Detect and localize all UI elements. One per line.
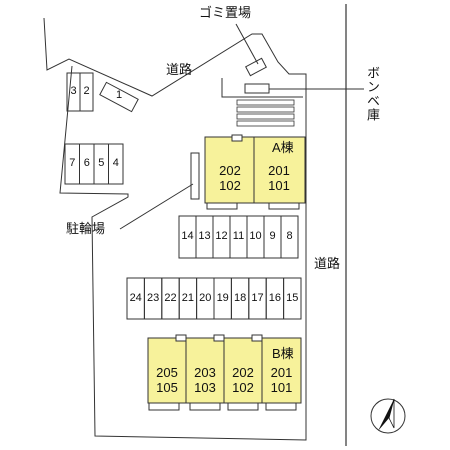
parking-slot-4 (108, 143, 124, 185)
bicycle-parking-label: 駐輪場 (66, 221, 106, 236)
building-b-name: B棟 (272, 346, 294, 361)
bike-rack-stripes (236, 99, 295, 127)
parking-slot-number: 10 (249, 230, 262, 242)
gas-storage-label: ボンベ庫 (365, 66, 380, 122)
parking-slot-outlines (64, 72, 302, 320)
parking-slot-number: 21 (181, 291, 194, 304)
unit-lower: 102 (219, 178, 241, 193)
parking-slot-number: 24 (129, 291, 142, 304)
parking-slot-number: 9 (269, 230, 276, 242)
unit-upper: 205 (156, 365, 178, 380)
parking-slot-number: 12 (215, 230, 228, 242)
building-a-unit-2: 201 101 (258, 163, 300, 193)
parking-slot-8 (280, 215, 299, 259)
parking-slot-number: 22 (164, 291, 177, 304)
parking-slot-number: 11 (232, 230, 245, 242)
parking-slot-number: 18 (233, 291, 247, 304)
bicycle-parking-leader (119, 183, 194, 230)
garbage-leader (235, 23, 259, 65)
parking-slot-number: 2 (83, 85, 90, 97)
building-a-unit-1: 202 102 (209, 163, 251, 193)
parking-slot-number: 17 (251, 291, 264, 304)
parking-slot-number: 15 (286, 291, 299, 304)
gas-storage-outline (221, 78, 303, 98)
unit-lower: 103 (194, 380, 216, 395)
building-b-unit-1: 205 105 (149, 365, 185, 395)
unit-upper: 201 (268, 163, 290, 178)
road-label-right: 道路 (314, 256, 341, 271)
unit-upper: 202 (232, 365, 254, 380)
gas-storage-box (244, 83, 270, 94)
bicycle-parking-strip (190, 152, 200, 200)
unit-lower: 102 (232, 380, 254, 395)
parking-slot-number: 7 (69, 157, 76, 169)
building-b-unit-3: 202 102 (225, 365, 261, 395)
parking-slot-number: 6 (83, 157, 90, 169)
garbage-box (245, 57, 267, 77)
unit-lower: 101 (268, 178, 290, 193)
site-boundary (43, 17, 307, 441)
building-a (204, 134, 306, 210)
parking-slot-number: 20 (199, 291, 212, 304)
road-label-top: 道路 (166, 62, 193, 77)
parking-slot-number: 8 (286, 230, 293, 242)
parking-slot-number: 19 (216, 291, 229, 304)
building-b-unit-4: 201 101 (263, 365, 300, 395)
parking-slot-number: 3 (70, 85, 77, 97)
unit-lower: 101 (270, 380, 293, 395)
building-a-name: A棟 (272, 140, 294, 155)
parking-slot-number: 14 (181, 230, 194, 242)
building-b-unit-2: 203 103 (187, 365, 223, 395)
building-b (147, 334, 302, 411)
parking-slot-number: 13 (198, 230, 211, 242)
parking-slot-number: 5 (98, 157, 105, 169)
unit-upper: 203 (194, 365, 216, 380)
parking-slot-1 (99, 81, 139, 113)
unit-lower: 105 (156, 380, 178, 395)
north-arrow-icon (370, 398, 406, 434)
unit-upper: 202 (219, 163, 241, 178)
parking-slot-2 (79, 72, 94, 112)
parking-slot-number: 23 (146, 291, 160, 304)
parking-slot-15 (283, 277, 302, 320)
parking-slot-number: 4 (112, 157, 119, 169)
unit-upper: 201 (270, 365, 293, 380)
parking-slot-number: 1 (115, 89, 123, 101)
garbage-label: ゴミ置場 (199, 5, 252, 20)
parking-slot-number: 16 (268, 291, 281, 304)
